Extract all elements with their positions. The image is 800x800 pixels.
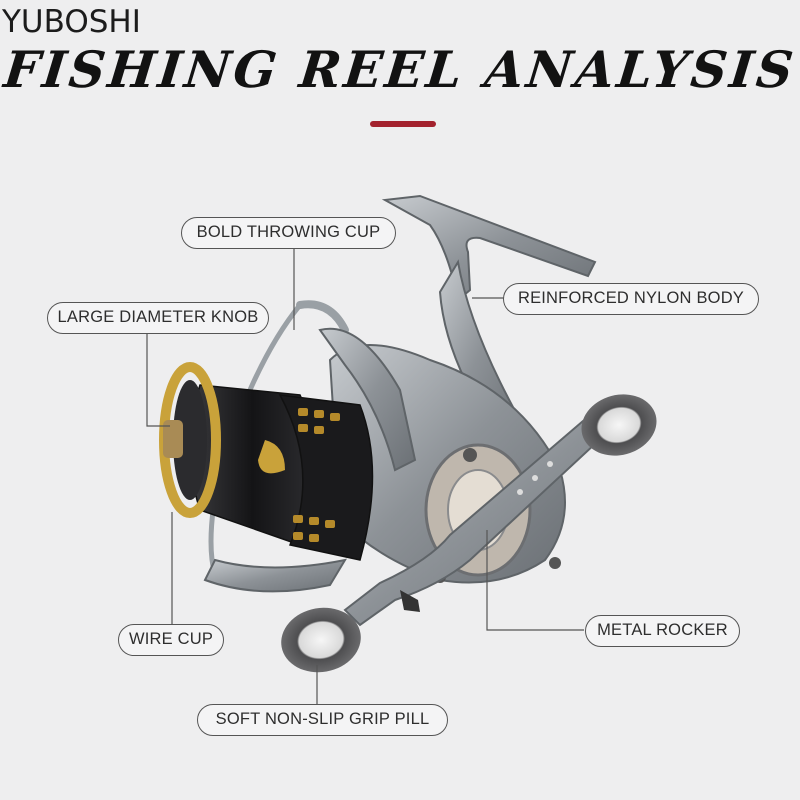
callout-bold-throwing-cup: BOLD THROWING CUP <box>181 217 396 249</box>
drag-knob <box>163 420 183 458</box>
grip-knob-top <box>581 394 657 456</box>
handle-crank <box>343 413 612 627</box>
callout-wire-cup: WIRE CUP <box>118 624 224 656</box>
leader-lines <box>146 248 584 705</box>
reel-spool <box>159 362 374 561</box>
rotor-arm-top <box>318 327 417 472</box>
grip-knob-bottom <box>281 607 361 673</box>
callout-soft-grip: SOFT NON-SLIP GRIP PILL <box>197 704 448 736</box>
callout-reinforced-nylon-body: REINFORCED NYLON BODY <box>503 283 759 315</box>
rotor-arm-bottom <box>203 558 348 593</box>
anti-reverse-lever <box>400 590 420 612</box>
title-accent-bar <box>370 121 436 127</box>
brand-logo-text: YUBOSHI <box>2 4 141 40</box>
callout-large-diameter-knob: LARGE DIAMETER KNOB <box>47 302 269 334</box>
callout-metal-rocker: METAL ROCKER <box>585 615 740 647</box>
